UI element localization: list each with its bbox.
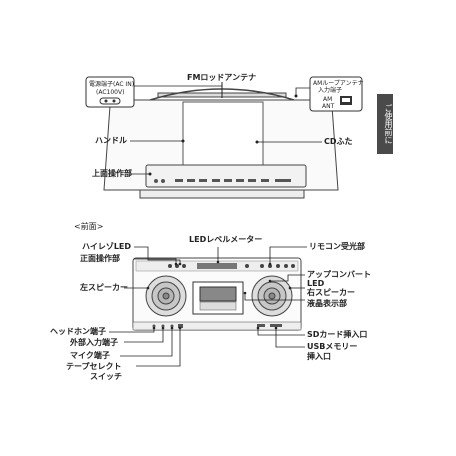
top-view-unit [103,82,339,199]
right-speaker-grille [251,275,293,317]
upconvert-led-label-1: アップコンバート [307,270,371,279]
power-voltage-label: (AC100V) [96,89,125,96]
headphone-label: ヘッドホン端子 [50,327,106,336]
power-terminal-box [85,76,135,108]
front-section-title: <前面> [74,222,104,231]
power-terminal-label: 電源端子(AC IN) [89,81,135,88]
hires-led-label: ハイレゾLED [82,242,132,251]
right-speaker-label: 右スピーカー [307,288,355,297]
side-tab[interactable]: ご使用前に [377,94,393,154]
front-leader-lines [109,246,307,367]
usb-label-2: 挿入口 [307,352,331,361]
tape-select-label-2: スイッチ [90,372,122,381]
left-speaker-label: 左スピーカー [80,283,128,292]
front-leader-dots [146,260,292,330]
top-leader-lines [130,85,322,175]
sd-slot-label: SDカード挿入口 [307,330,368,339]
front-bottom-jacks [152,324,282,328]
upconvert-led-label-2: LED [307,279,325,288]
cassette-window [192,281,244,315]
ant-label: ANT [322,103,335,110]
am-input-label: 入力端子 [318,87,343,94]
tape-select-label-1: テープセレクト [66,362,122,371]
top-controls-label: 上面操作部 [92,169,132,178]
remote-sensor-label: リモコン受光部 [309,242,365,251]
top-control-buttons [154,179,291,183]
am-antenna-label: AMループアンテナ [313,80,364,87]
mic-label: マイク端子 [70,351,110,360]
am-antenna-box [309,76,363,112]
am-label: AM [323,96,333,103]
usb-label-1: USBメモリー [307,342,358,351]
handle-label: ハンドル [95,136,127,145]
left-speaker-grille [145,275,187,317]
ext-input-label: 外部入力端子 [70,338,118,347]
fm-antenna-label: FMロッドアンテナ [187,73,257,82]
led-meter-label: LEDレベルメーター [189,235,263,244]
front-controls-label: 正面操作部 [80,254,120,263]
lcd-label: 液晶表示部 [307,299,347,308]
cd-lid-label: CDふた [324,137,353,146]
top-leader-dots [148,94,298,176]
front-top-row [168,263,295,269]
